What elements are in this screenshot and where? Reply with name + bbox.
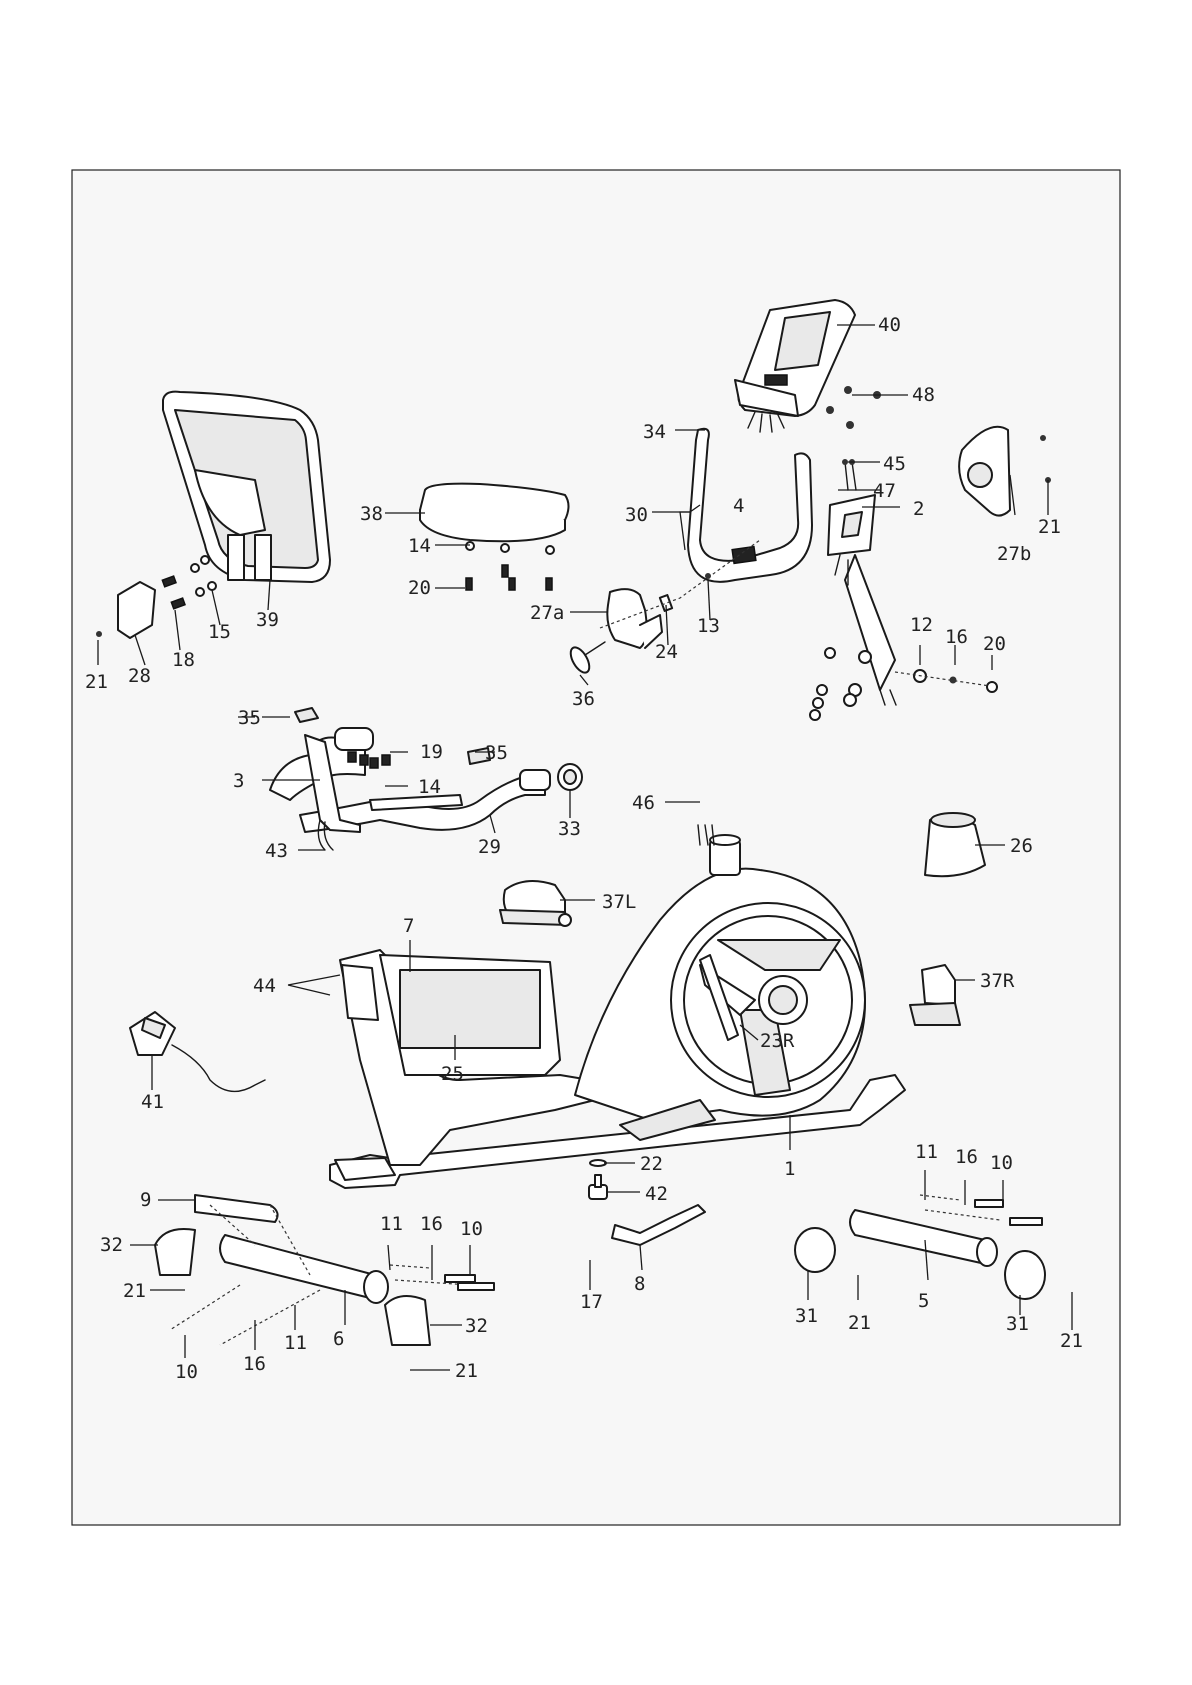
label-16-rear-bottom: 16	[243, 1353, 266, 1375]
label-21-left: 21	[85, 671, 108, 693]
label-11-rear-bottom: 11	[284, 1332, 307, 1354]
label-28: 28	[128, 665, 151, 687]
label-27a: 27a	[530, 602, 564, 624]
label-45: 45	[883, 453, 906, 475]
label-37L: 37L	[602, 891, 636, 913]
label-12: 12	[910, 614, 933, 636]
label-32-right: 32	[465, 1315, 488, 1337]
label-32-left: 32	[100, 1234, 123, 1256]
label-16-mast: 16	[945, 626, 968, 648]
label-42: 42	[645, 1183, 668, 1205]
label-20-mast: 20	[983, 633, 1006, 655]
label-27b: 27b	[997, 543, 1031, 565]
label-25: 25	[441, 1063, 464, 1085]
label-4: 4	[733, 495, 744, 517]
label-21-top-right: 21	[1038, 516, 1061, 538]
label-21-front-right: 21	[1060, 1330, 1083, 1352]
label-14-seat: 14	[408, 535, 431, 557]
label-7: 7	[403, 915, 414, 937]
label-40: 40	[878, 314, 901, 336]
label-44: 44	[253, 975, 276, 997]
label-9: 9	[140, 1189, 151, 1211]
label-35-left: 35	[238, 707, 261, 729]
label-5: 5	[918, 1290, 929, 1312]
label-47: 47	[873, 480, 896, 502]
cap-33	[558, 764, 582, 790]
label-16-rear-top: 16	[420, 1213, 443, 1235]
label-39: 39	[256, 609, 279, 631]
label-20-seat: 20	[408, 577, 431, 599]
label-13: 13	[697, 615, 720, 637]
label-14-frame: 14	[418, 776, 441, 798]
label-6: 6	[333, 1328, 344, 1350]
label-26: 26	[1010, 835, 1033, 857]
label-10-rear-bottom: 10	[175, 1361, 198, 1383]
label-19: 19	[420, 741, 443, 763]
label-43: 43	[265, 840, 288, 862]
label-22: 22	[640, 1153, 663, 1175]
label-34: 34	[643, 421, 666, 443]
label-8: 8	[634, 1273, 645, 1295]
label-17: 17	[580, 1291, 603, 1313]
label-3: 3	[233, 770, 244, 792]
label-37R: 37R	[980, 970, 1015, 992]
label-15: 15	[208, 621, 231, 643]
label-10-front: 10	[990, 1152, 1013, 1174]
label-23R: 23R	[760, 1030, 795, 1052]
label-31-right: 31	[1006, 1313, 1029, 1335]
end-cap-44	[342, 965, 378, 1020]
label-36: 36	[572, 688, 595, 710]
label-21-front-mid: 21	[848, 1312, 871, 1334]
label-18: 18	[172, 649, 195, 671]
label-41: 41	[141, 1091, 164, 1113]
label-48: 48	[912, 384, 935, 406]
label-2: 2	[913, 498, 924, 520]
label-1: 1	[784, 1158, 795, 1180]
label-33: 33	[558, 818, 581, 840]
label-35-right: 35	[485, 742, 508, 764]
label-29: 29	[478, 836, 501, 858]
label-38: 38	[360, 503, 383, 525]
label-21-rear-left: 21	[123, 1280, 146, 1302]
label-16-front: 16	[955, 1146, 978, 1168]
label-31-left: 31	[795, 1305, 818, 1327]
label-46: 46	[632, 792, 655, 814]
label-11-front: 11	[915, 1141, 938, 1163]
label-21-rear-right: 21	[455, 1360, 478, 1382]
label-11-rear-top: 11	[380, 1213, 403, 1235]
label-24: 24	[655, 641, 678, 663]
label-30: 30	[625, 504, 648, 526]
label-10-rear-top: 10	[460, 1218, 483, 1240]
